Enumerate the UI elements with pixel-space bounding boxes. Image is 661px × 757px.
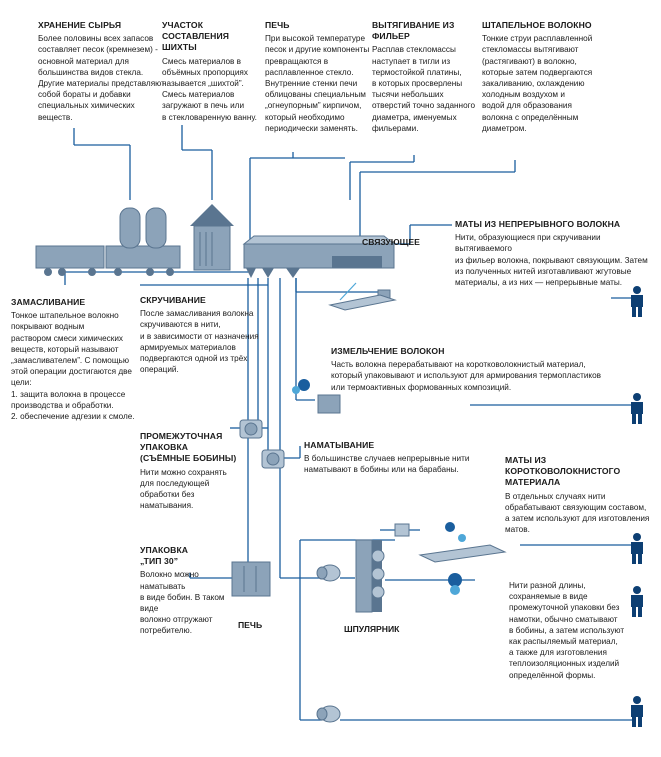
sizing-title: ЗАМАСЛИВАНИЕ (11, 297, 86, 307)
binder-label: СВЯЗУЮЩЕЕ (362, 237, 420, 247)
type30-text: Волокно можно наматывать в виде бобин. В… (140, 570, 225, 636)
short-mat-machine (394, 522, 507, 563)
person-icon-various (631, 586, 643, 617)
winding-block: НАМАТЫВАНИЕ В большинстве случаев непрер… (304, 440, 484, 476)
chopping-block: ИЗМЕЛЬЧЕНИЕ ВОЛОКОН Часть волокна перера… (331, 346, 601, 393)
raw-material-silos (119, 207, 167, 249)
winding-text: В большинстве случаев непрерывные нити н… (304, 454, 470, 475)
type30-block: УПАКОВКА „ТИП 30” Волокно можно наматыва… (140, 545, 240, 637)
drawing-title: ВЫТЯГИВАНИЕ ИЗ ФИЛЬЕР (372, 20, 455, 42)
continuous-mats-block: МАТЫ ИЗ НЕПРЕРЫВНОГО ВОЛОКНА Нити, образ… (455, 219, 655, 288)
drawing-block: ВЫТЯГИВАНИЕ ИЗ ФИЛЬЕР Расплав стекломасс… (372, 20, 480, 134)
various-text: Нити разной длины, сохраняемые в виде пр… (509, 581, 625, 680)
winding-bobbin (261, 449, 285, 469)
twisting-text: После замасливания волокна скручиваются … (140, 309, 259, 375)
short-mats-title: МАТЫ ИЗ КОРОТКОВОЛОКНИСТОГО МАТЕРИАЛА (505, 455, 621, 488)
chopping-title: ИЗМЕЛЬЧЕНИЕ ВОЛОКОН (331, 346, 445, 356)
intermediate-bobbin (239, 419, 263, 439)
staple-fiber-title: ШТАПЕЛЬНОЕ ВОЛОКНО (482, 20, 592, 30)
furnace-bottom-label: ПЕЧЬ (238, 620, 263, 630)
continuous-mat-conveyor (328, 282, 397, 311)
person-icon-short-mats (631, 533, 643, 564)
intermediate-block: ПРОМЕЖУТОЧНАЯ УПАКОВКА (СЪЁМНЫЕ БОБИНЫ) … (140, 431, 240, 511)
furnace-text: При высокой температуре песок и другие к… (265, 34, 370, 133)
batching-text: Смесь материалов в объёмных пропорциях н… (162, 56, 257, 122)
person-icon-roving (631, 696, 643, 727)
intermediate-text: Нити можно сохранять для последующей обр… (140, 467, 227, 511)
short-mats-block: МАТЫ ИЗ КОРОТКОВОЛОКНИСТОГО МАТЕРИАЛА В … (505, 455, 655, 535)
chopped-strand-box (292, 379, 341, 414)
winding-title: НАМАТЫВАНИЕ (304, 440, 375, 450)
roving-winder (316, 705, 341, 723)
raw-material-trucks (35, 245, 181, 276)
person-icon-chopped (631, 393, 643, 424)
various-block: Нити разной длины, сохраняемые в виде пр… (509, 580, 629, 681)
twisting-block: СКРУЧИВАНИЕ После замасливания волокна с… (140, 295, 262, 375)
short-mats-text: В отдельных случаях нити обрабатывают св… (505, 491, 650, 535)
creel-rack (355, 539, 385, 613)
sizing-block: ЗАМАСЛИВАНИЕ Тонкое штапельное волокно п… (11, 297, 139, 422)
furnace-title: ПЕЧЬ (265, 20, 290, 30)
staple-fiber-block: ШТАПЕЛЬНОЕ ВОЛОКНО Тонкие струи расплавл… (482, 20, 612, 134)
raw-storage-title: ХРАНЕНИЕ СЫРЬЯ (38, 20, 122, 30)
packing-unit (231, 561, 271, 597)
batching-house (190, 204, 234, 271)
customer-icons (631, 286, 643, 727)
cake-winder (316, 564, 341, 582)
twisting-title: СКРУЧИВАНИЕ (140, 295, 206, 305)
raw-storage-block: ХРАНЕНИЕ СЫРЬЯ Более половины всех запас… (38, 20, 166, 123)
melting-furnace (242, 235, 396, 278)
continuous-mats-title: МАТЫ ИЗ НЕПРЕРЫВНОГО ВОЛОКНА (455, 219, 621, 229)
batching-title: УЧАСТОК СОСТАВЛЕНИЯ ШИХТЫ (162, 20, 229, 53)
connector-lines (64, 125, 632, 721)
roving-output (448, 573, 462, 595)
continuous-mats-text: Нити, образующиеся при скручивании вытяг… (455, 233, 648, 288)
furnace-block: ПЕЧЬ При высокой температуре песок и дру… (265, 20, 373, 134)
staple-fiber-text: Тонкие струи расплавленной стекломассы в… (482, 34, 593, 133)
sizing-text: Тонкое штапельное волокно покрывают водн… (11, 311, 135, 422)
drawing-text: Расплав стекломассы наступает в тигли из… (372, 45, 475, 133)
raw-storage-text: Более половины всех запасов составляет п… (38, 34, 165, 122)
chopping-text: Часть волокна перерабатывают на коротков… (331, 360, 601, 392)
person-icon-continuous (631, 286, 643, 317)
batching-block: УЧАСТОК СОСТАВЛЕНИЯ ШИХТЫ Смесь материал… (162, 20, 262, 123)
intermediate-title: ПРОМЕЖУТОЧНАЯ УПАКОВКА (СЪЁМНЫЕ БОБИНЫ) (140, 431, 237, 464)
creel-label: ШПУЛЯРНИК (344, 624, 400, 634)
type30-title: УПАКОВКА „ТИП 30” (140, 545, 189, 567)
